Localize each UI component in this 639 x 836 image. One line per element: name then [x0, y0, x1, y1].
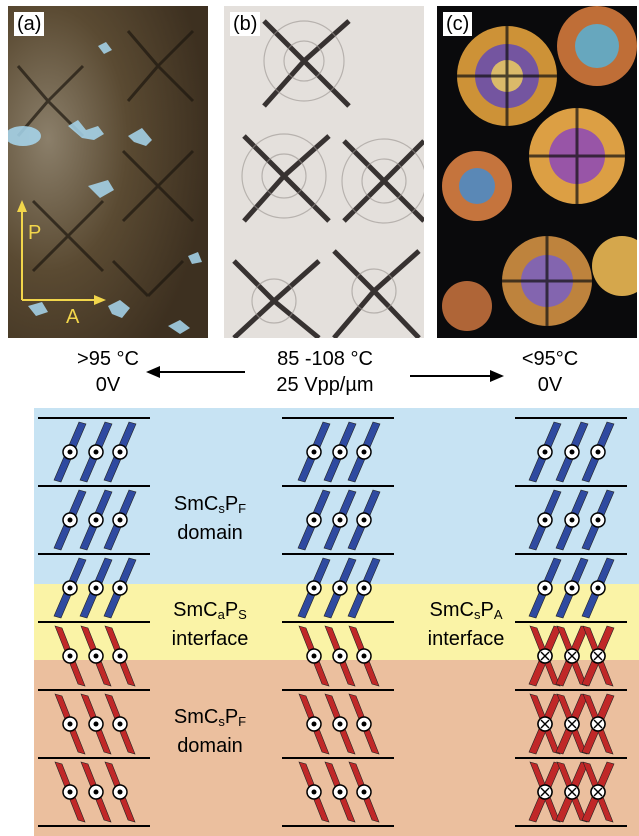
dipole-out-of-page — [117, 721, 123, 727]
micrograph-b: (b) — [224, 6, 424, 338]
dipole-into-page — [593, 787, 603, 797]
dipole-out-of-page — [542, 449, 548, 455]
interface-right-kind: interface — [427, 628, 505, 650]
dipole-out-of-page — [337, 585, 343, 591]
dipole-out-of-page — [569, 449, 575, 455]
dipole-out-of-page — [67, 517, 73, 523]
dipole-out-of-page — [311, 517, 317, 523]
dipole-out-of-page — [361, 721, 367, 727]
dipole-out-of-page — [595, 585, 601, 591]
micrograph-c: (c) — [437, 6, 637, 338]
panel-label-b: (b) — [230, 12, 261, 36]
dipole-out-of-page — [337, 449, 343, 455]
dipole-out-of-page — [337, 789, 343, 795]
top-domain-kind: domain — [177, 522, 243, 544]
condition-right-voltage: 0V — [537, 374, 563, 396]
dipole-out-of-page — [117, 585, 123, 591]
dipole-out-of-page — [67, 653, 73, 659]
condition-middle-temp: 85 -108 °C — [277, 348, 373, 370]
dipole-out-of-page — [67, 585, 73, 591]
dipole-out-of-page — [117, 653, 123, 659]
micrograph-a: (a) — [8, 6, 208, 338]
dipole-into-page — [567, 651, 577, 661]
dipole-out-of-page — [67, 721, 73, 727]
dipole-out-of-page — [117, 789, 123, 795]
condition-middle: 85 -108 °C 25 Vpp/µm — [245, 346, 405, 398]
dipole-out-of-page — [361, 789, 367, 795]
dipole-out-of-page — [117, 517, 123, 523]
condition-left-voltage: 0V — [95, 374, 121, 396]
dipole-out-of-page — [117, 449, 123, 455]
dipole-out-of-page — [595, 517, 601, 523]
interface-right-label: SmCsPA interface — [406, 598, 526, 651]
dipole-into-page — [567, 719, 577, 729]
dipole-out-of-page — [311, 585, 317, 591]
dipole-into-page — [593, 651, 603, 661]
dipole-out-of-page — [93, 585, 99, 591]
dipole-out-of-page — [311, 789, 317, 795]
dipole-out-of-page — [542, 585, 548, 591]
condition-middle-voltage: 25 Vpp/µm — [276, 374, 374, 396]
dipole-out-of-page — [93, 653, 99, 659]
dipole-out-of-page — [361, 585, 367, 591]
dipole-out-of-page — [595, 449, 601, 455]
top-domain-label: SmCsPF domain — [150, 492, 270, 545]
panel-label-a: (a) — [14, 12, 45, 36]
condition-left-temp: >95 °C — [77, 348, 139, 370]
dipole-into-page — [540, 651, 550, 661]
panel-label-c: (c) — [443, 12, 473, 36]
dipole-into-page — [540, 719, 550, 729]
dipole-into-page — [593, 719, 603, 729]
dipole-out-of-page — [311, 449, 317, 455]
interface-left-label: SmCaPS interface — [150, 598, 270, 651]
dipole-into-page — [540, 787, 550, 797]
condition-right-temp: <95°C — [521, 348, 579, 370]
dipole-out-of-page — [311, 721, 317, 727]
dipole-out-of-page — [337, 721, 343, 727]
dipole-out-of-page — [93, 721, 99, 727]
dipole-out-of-page — [569, 585, 575, 591]
bottom-domain-kind: domain — [177, 735, 243, 757]
dipole-out-of-page — [569, 517, 575, 523]
analyzer-label: A — [66, 306, 80, 328]
dipole-out-of-page — [311, 653, 317, 659]
dipole-out-of-page — [361, 517, 367, 523]
dipole-out-of-page — [361, 653, 367, 659]
polarizer-label: P — [28, 222, 42, 244]
dipole-out-of-page — [361, 449, 367, 455]
bottom-domain-label: SmCsPF domain — [150, 705, 270, 758]
dipole-out-of-page — [67, 449, 73, 455]
dipole-out-of-page — [337, 517, 343, 523]
interface-left-kind: interface — [171, 628, 249, 650]
dipole-out-of-page — [93, 449, 99, 455]
arrow-left-head — [146, 366, 160, 378]
dipole-out-of-page — [93, 789, 99, 795]
dipole-out-of-page — [542, 517, 548, 523]
condition-left: >95 °C 0V — [48, 346, 168, 398]
arrow-right-head — [490, 370, 504, 382]
dipole-out-of-page — [337, 653, 343, 659]
dipole-into-page — [567, 787, 577, 797]
dipole-out-of-page — [67, 789, 73, 795]
condition-right: <95°C 0V — [490, 346, 610, 398]
dipole-out-of-page — [93, 517, 99, 523]
